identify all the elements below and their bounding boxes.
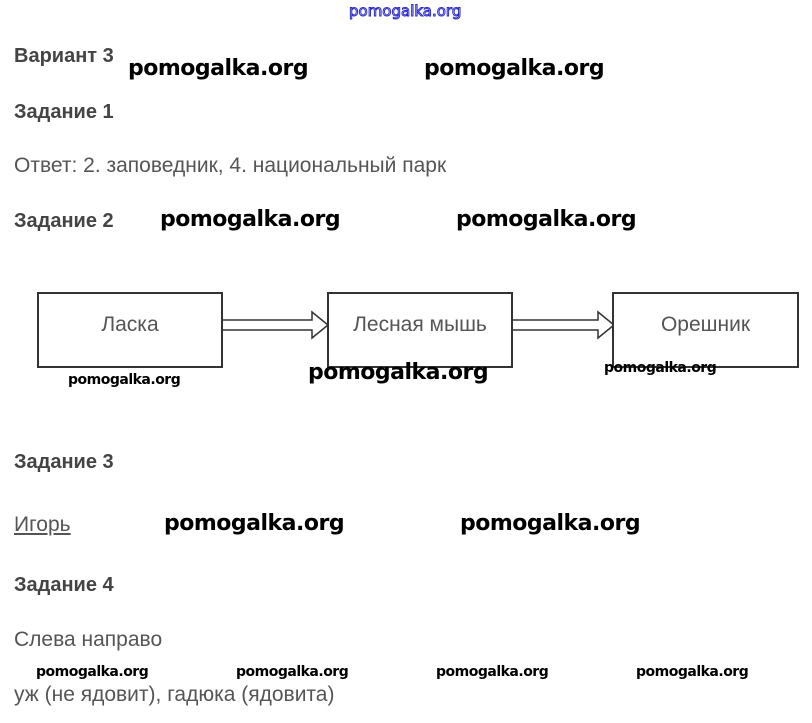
task-1-title: Задание 1 [14,101,114,123]
task-4-line1: Слева направо [14,628,163,651]
watermark: pomogalka.org [456,207,637,232]
watermark: pomogalka.org [424,56,605,81]
watermark: pomogalka.org [68,372,181,388]
chain-label: Орешник [660,313,751,336]
watermark: pomogalka.org [604,360,717,376]
chain-box-2: Лесная мышь [327,292,513,368]
task-3-answer: Игорь [14,513,71,536]
task-2-title: Задание 2 [14,210,114,232]
task-1-answer: Ответ: 2. заповедник, 4. национальный па… [14,154,447,177]
watermark: pomogalka.org [636,664,749,680]
watermark: pomogalka.org [436,664,549,680]
watermark: pomogalka.org [128,56,309,81]
watermark: pomogalka.org [36,664,149,680]
watermark-top: pomogalka.org [348,2,462,21]
watermark: pomogalka.org [308,360,489,385]
chain-box-3: Орешник [612,292,799,368]
watermark: pomogalka.org [460,511,641,536]
chain-label: Ласка [101,313,159,336]
task-4-line2: уж (не ядовит), гадюка (ядовита) [14,683,335,706]
task-3-title: Задание 3 [14,451,114,473]
arrow-icon [511,310,616,340]
watermark: pomogalka.org [236,664,349,680]
variant-title: Вариант 3 [14,45,114,67]
arrow-icon [221,310,330,340]
watermark: pomogalka.org [160,207,341,232]
chain-box-1: Ласка [37,292,223,368]
chain-label: Лесная мышь [353,313,487,336]
watermark: pomogalka.org [164,511,345,536]
task-4-title: Задание 4 [14,574,114,596]
